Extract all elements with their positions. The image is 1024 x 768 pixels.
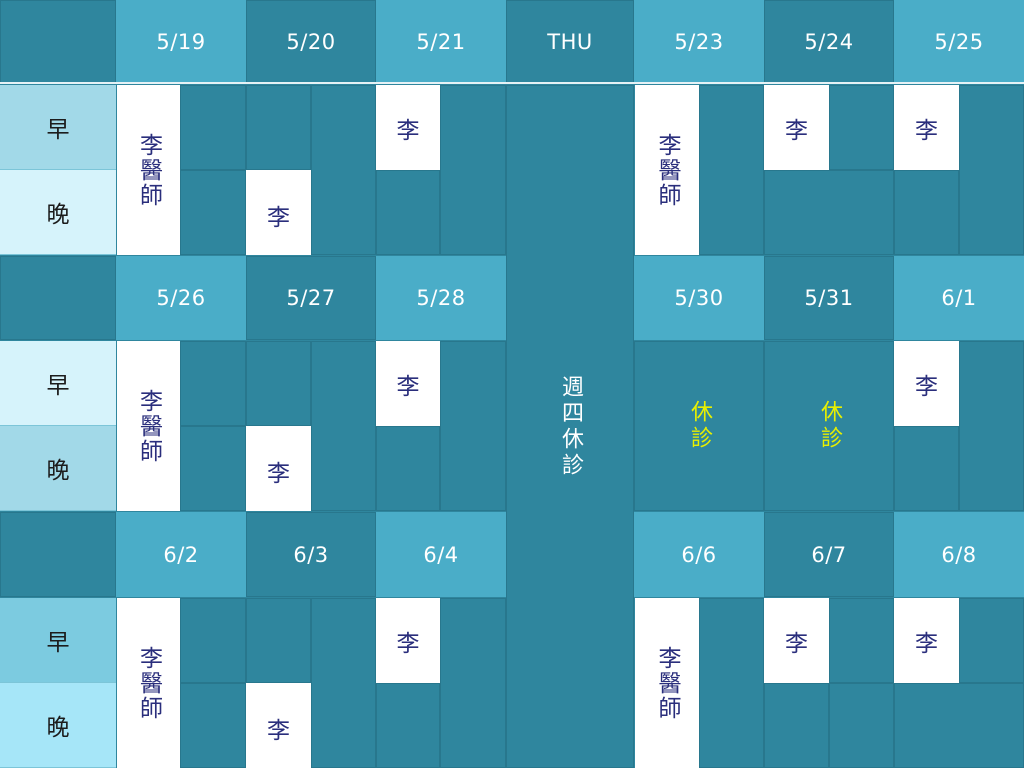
empty-slot (376, 170, 440, 255)
date-header: 6/7 (764, 512, 894, 597)
empty-slot (246, 85, 311, 170)
closed-text: 休診 (817, 400, 842, 452)
doctor-name: 李 (396, 631, 420, 657)
doctor-name: 李 (267, 718, 290, 744)
header-blank-week3 (0, 512, 116, 597)
header-blank-week1 (0, 0, 116, 83)
date-header: 6/2 (116, 512, 246, 597)
closed-text: 休診 (687, 400, 712, 452)
header-divider-line (0, 82, 1024, 84)
row-label-morning: 早 (0, 85, 116, 170)
date-header: 5/24 (764, 0, 894, 83)
empty-slot (311, 341, 376, 511)
doctor-name: 李醫師 (135, 132, 162, 208)
doctor-name: 李 (396, 118, 420, 144)
doctor-shift-full: 李醫師 (117, 341, 180, 511)
date-header: 5/23 (634, 0, 764, 83)
row-label-evening: 晚 (0, 170, 116, 255)
date-header: 5/31 (764, 256, 894, 340)
empty-slot (440, 85, 506, 255)
doctor-shift-full: 李醫師 (635, 85, 699, 255)
empty-slot (180, 170, 246, 255)
row-label-morning: 早 (0, 341, 116, 426)
date-header: 5/26 (116, 256, 246, 340)
empty-slot (764, 683, 829, 768)
doctor-name: 李 (396, 374, 420, 400)
closed-day: 休診 (764, 341, 894, 511)
thursday-header: THU (506, 0, 634, 83)
empty-slot (376, 683, 440, 768)
empty-slot (246, 341, 311, 426)
doctor-shift-morning: 李 (894, 341, 959, 426)
empty-slot (829, 598, 894, 683)
doctor-shift-morning: 李 (764, 598, 829, 683)
doctor-shift-evening: 李 (246, 683, 311, 768)
doctor-name: 李醫師 (654, 132, 680, 208)
empty-slot (894, 170, 959, 255)
date-header: 5/19 (116, 0, 246, 83)
empty-slot (311, 598, 376, 768)
doctor-shift-morning: 李 (376, 598, 440, 683)
row-label-evening: 晚 (0, 683, 116, 768)
doctor-shift-morning: 李 (764, 85, 829, 170)
empty-slot (180, 683, 246, 768)
empty-slot (764, 170, 894, 255)
doctor-shift-full: 李醫師 (117, 598, 180, 768)
empty-slot (959, 598, 1024, 683)
date-header: 5/20 (246, 0, 376, 83)
empty-slot (180, 426, 246, 511)
empty-slot (376, 426, 440, 511)
doctor-name: 李 (785, 118, 808, 144)
date-header: 5/27 (246, 256, 376, 340)
header-blank-week2 (0, 256, 116, 340)
empty-slot (829, 85, 894, 170)
date-header: 6/8 (894, 512, 1024, 597)
date-header: 5/21 (376, 0, 506, 83)
doctor-name: 李醫師 (135, 388, 162, 464)
date-header: 6/6 (634, 512, 764, 597)
date-header: 6/1 (894, 256, 1024, 340)
empty-slot (959, 341, 1024, 511)
empty-slot (894, 683, 1024, 768)
row-label-evening: 晚 (0, 426, 116, 511)
empty-slot (180, 85, 246, 170)
doctor-name: 李 (267, 461, 290, 487)
date-header: 6/4 (376, 512, 506, 597)
doctor-name: 李 (915, 118, 938, 144)
doctor-name: 李醫師 (654, 645, 680, 721)
empty-slot (311, 85, 376, 255)
empty-slot (959, 85, 1024, 255)
doctor-shift-full: 李醫師 (635, 598, 699, 768)
doctor-shift-morning: 李 (376, 341, 440, 426)
empty-slot (180, 598, 246, 683)
doctor-shift-morning: 李 (894, 598, 959, 683)
doctor-name: 李 (267, 205, 290, 231)
date-header: 5/28 (376, 256, 506, 340)
date-header: 6/3 (246, 512, 376, 597)
date-header: 5/30 (634, 256, 764, 340)
empty-slot (894, 426, 959, 511)
doctor-name: 李 (915, 374, 938, 400)
thursday-closed-text: 週四休診 (558, 374, 583, 479)
doctor-shift-full: 李醫師 (117, 85, 180, 255)
empty-slot (440, 341, 506, 511)
closed-day: 休診 (634, 341, 764, 511)
doctor-shift-morning: 李 (376, 85, 440, 170)
date-header: 5/25 (894, 0, 1024, 83)
thursday-closed-column: 週四休診 (506, 85, 634, 768)
empty-slot (699, 598, 764, 768)
empty-slot (440, 598, 506, 768)
row-label-morning: 早 (0, 598, 116, 683)
doctor-shift-evening: 李 (246, 170, 311, 255)
doctor-name: 李 (785, 631, 808, 657)
empty-slot (699, 85, 764, 255)
empty-slot (180, 341, 246, 426)
doctor-name: 李醫師 (135, 645, 162, 721)
empty-slot (246, 598, 311, 683)
empty-slot (829, 683, 894, 768)
doctor-shift-morning: 李 (894, 85, 959, 170)
doctor-name: 李 (915, 631, 938, 657)
doctor-shift-evening: 李 (246, 426, 311, 511)
